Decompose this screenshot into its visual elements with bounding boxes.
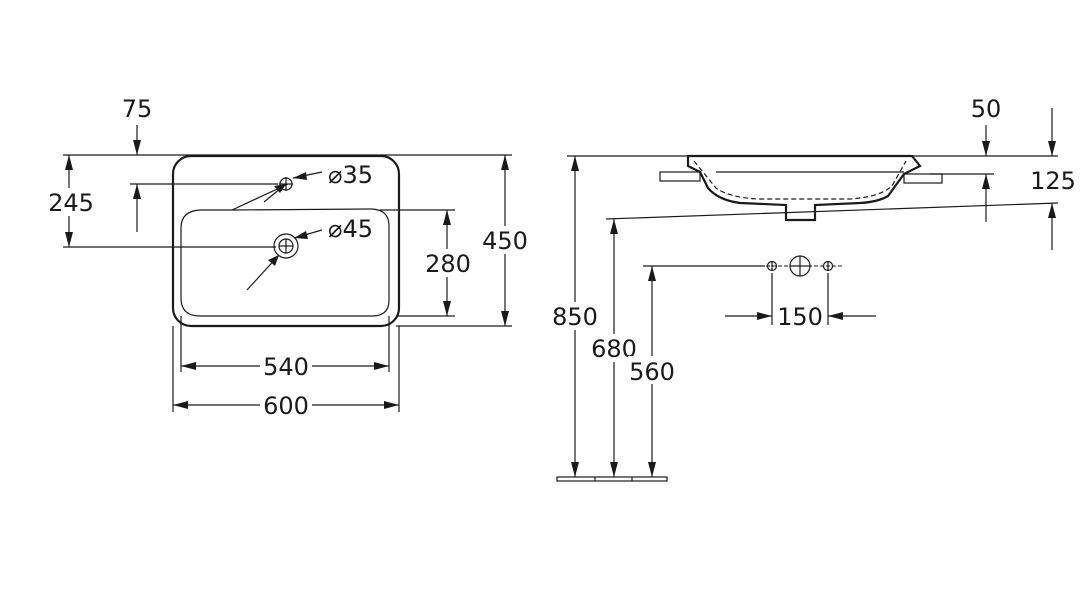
countertop-left xyxy=(659,171,701,182)
waste-outlet xyxy=(273,233,299,259)
dim-waste-diameter: ⌀45 xyxy=(328,215,373,243)
dim-tap-hole-offset: 75 xyxy=(122,95,153,123)
dim-fixing-spacing: 150 xyxy=(777,303,823,331)
countertop-right xyxy=(903,173,943,184)
dim-bowl-height: 125 xyxy=(1030,167,1076,195)
dim-overall-depth: 450 xyxy=(482,227,528,255)
basin-section-outline xyxy=(686,154,922,222)
side-view: 850 680 560 150 50 125 xyxy=(551,95,1076,482)
dim-rim-height: 50 xyxy=(971,95,1002,123)
top-view: 75 245 ⌀35 ⌀45 280 450 xyxy=(46,95,529,420)
basin-inner-dashed xyxy=(693,160,907,200)
dim-bowl-width: 540 xyxy=(263,353,309,381)
dim-tap-hole-diameter: ⌀35 xyxy=(328,161,373,189)
dim-waste-height: 560 xyxy=(629,358,675,386)
floor-line xyxy=(556,476,668,482)
dim-overall-width: 600 xyxy=(263,392,309,420)
basin-bowl-outline xyxy=(180,208,390,317)
basin-outer-outline xyxy=(171,154,401,328)
dim-waste-depth: 245 xyxy=(48,189,94,217)
dim-bowl-depth: 280 xyxy=(425,250,471,278)
dim-top-height: 850 xyxy=(552,303,598,331)
